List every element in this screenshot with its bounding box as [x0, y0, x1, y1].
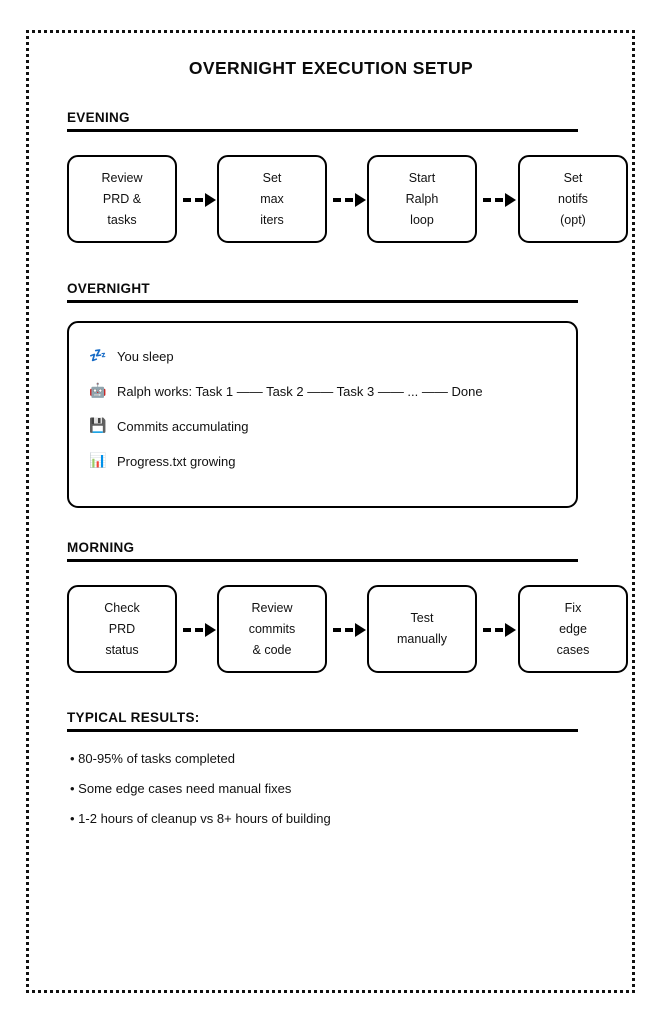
- arrow-head-icon: [205, 193, 216, 207]
- arrow-head-icon: [205, 623, 216, 637]
- step-line: Ralph: [405, 191, 439, 206]
- arrow-evening-2: [329, 193, 369, 207]
- arrow-dash: [183, 628, 191, 632]
- section-heading-evening-label: EVENING: [67, 110, 130, 125]
- overnight-item-label: Ralph works: Task 1 —— Task 2 —— Task 3 …: [117, 383, 483, 399]
- step-line: PRD &: [102, 191, 142, 206]
- arrow-dash: [183, 198, 191, 202]
- evening-step-1[interactable]: Review PRD & tasks: [67, 155, 177, 243]
- section-rule-overnight: [67, 300, 578, 303]
- arrow-dash: [195, 198, 203, 202]
- step-line: notifs: [558, 191, 588, 206]
- morning-flow-row: Check PRD status Review commits & code T…: [67, 585, 628, 673]
- arrow-head-icon: [505, 623, 516, 637]
- arrow-dash: [345, 628, 353, 632]
- result-bullet: • 1-2 hours of cleanup vs 8+ hours of bu…: [70, 811, 331, 826]
- morning-step-3[interactable]: Test manually: [367, 585, 477, 673]
- morning-step-1[interactable]: Check PRD status: [67, 585, 177, 673]
- step-line: & code: [252, 642, 292, 657]
- evening-step-4[interactable]: Set notifs (opt): [518, 155, 628, 243]
- overnight-item-you-sleep: 💤 You sleep: [89, 345, 174, 367]
- morning-step-4[interactable]: Fix edge cases: [518, 585, 628, 673]
- overnight-panel: 💤 You sleep 🤖 Ralph works: Task 1 —— Tas…: [67, 321, 578, 508]
- arrow-dash: [345, 198, 353, 202]
- arrow-morning-3: [479, 623, 519, 637]
- step-line: tasks: [107, 212, 137, 227]
- section-rule-evening: [67, 129, 578, 132]
- section-heading-morning: MORNING: [67, 540, 578, 562]
- arrow-morning-2: [329, 623, 369, 637]
- section-heading-evening: EVENING: [67, 110, 578, 132]
- arrow-head-icon: [505, 193, 516, 207]
- step-line: (opt): [560, 212, 586, 227]
- section-heading-morning-label: MORNING: [67, 540, 135, 555]
- page-title: OVERNIGHT EXECUTION SETUP: [188, 58, 474, 78]
- section-heading-overnight-label: OVERNIGHT: [67, 281, 150, 296]
- section-rule-morning: [67, 559, 578, 562]
- overnight-item-label: Progress.txt growing: [117, 453, 236, 469]
- overnight-item-label: Commits accumulating: [117, 418, 249, 434]
- step-line: Set: [262, 170, 282, 185]
- bar-chart-emoji-icon: 📊: [89, 453, 107, 469]
- arrow-head-icon: [355, 623, 366, 637]
- evening-step-2[interactable]: Set max iters: [217, 155, 327, 243]
- section-heading-results-label: TYPICAL RESULTS:: [67, 710, 200, 725]
- arrow-dash: [483, 198, 491, 202]
- step-line: PRD: [108, 621, 136, 636]
- overnight-item-label: You sleep: [117, 348, 174, 364]
- arrow-dash: [495, 198, 503, 202]
- step-line: Test: [410, 611, 434, 625]
- step-line: Review: [101, 170, 143, 185]
- arrow-morning-1: [179, 623, 219, 637]
- result-bullet: • Some edge cases need manual fixes: [70, 781, 292, 796]
- step-line: edge: [559, 621, 587, 636]
- arrow-dash: [333, 628, 341, 632]
- robot-emoji-icon: 🤖: [89, 383, 107, 399]
- step-line: Fix: [564, 600, 582, 615]
- section-rule-results: [67, 729, 578, 732]
- evening-flow-row: Review PRD & tasks Set max iters Start R…: [67, 155, 628, 243]
- section-heading-results: TYPICAL RESULTS:: [67, 710, 578, 732]
- sleep-emoji-icon: 💤: [89, 348, 107, 364]
- overnight-item-ralph-works: 🤖 Ralph works: Task 1 —— Task 2 —— Task …: [89, 380, 483, 402]
- step-line: iters: [260, 212, 284, 227]
- result-bullet: • 80-95% of tasks completed: [70, 751, 235, 766]
- arrow-dash: [495, 628, 503, 632]
- overnight-item-progress: 📊 Progress.txt growing: [89, 450, 236, 472]
- step-line: commits: [248, 621, 296, 636]
- arrow-dash: [333, 198, 341, 202]
- evening-step-3[interactable]: Start Ralph loop: [367, 155, 477, 243]
- step-line: Review: [251, 600, 293, 615]
- step-line: Set: [563, 170, 583, 185]
- section-heading-overnight: OVERNIGHT: [67, 281, 578, 303]
- arrow-evening-3: [479, 193, 519, 207]
- overnight-item-commits: 💾 Commits accumulating: [89, 415, 249, 437]
- step-line: loop: [410, 212, 434, 227]
- step-line: max: [260, 191, 284, 206]
- step-line: Start: [408, 170, 436, 185]
- step-line: Check: [104, 600, 140, 615]
- floppy-disk-emoji-icon: 💾: [89, 418, 107, 434]
- morning-step-2[interactable]: Review commits & code: [217, 585, 327, 673]
- arrow-dash: [195, 628, 203, 632]
- arrow-head-icon: [355, 193, 366, 207]
- step-line: manually: [396, 632, 448, 646]
- step-line: cases: [556, 642, 590, 657]
- arrow-dash: [483, 628, 491, 632]
- step-line: status: [105, 642, 139, 657]
- arrow-evening-1: [179, 193, 219, 207]
